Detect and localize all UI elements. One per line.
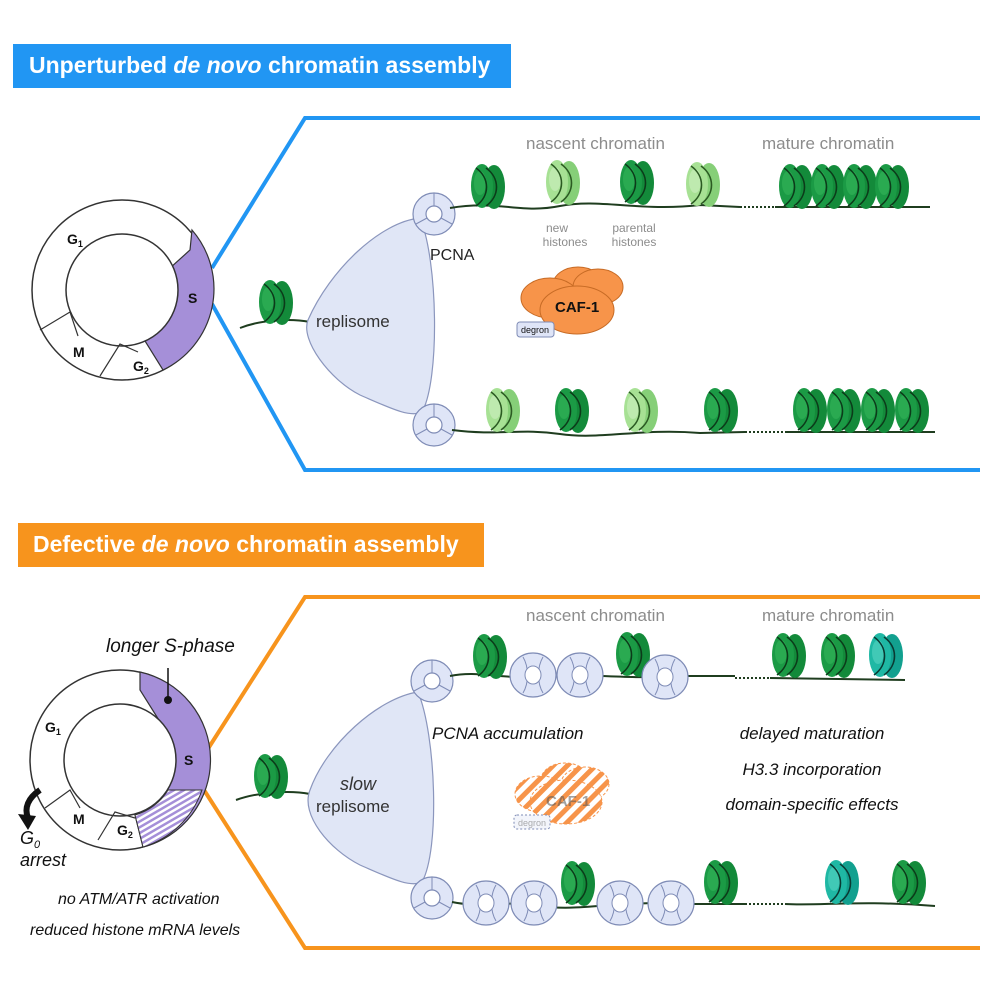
svg-text:S: S: [188, 290, 197, 306]
pcna-accumulated: [509, 652, 557, 698]
s-phase-extension: [134, 789, 203, 848]
svg-text:G2: G2: [117, 822, 133, 840]
mature-label-bottom: mature chromatin: [762, 606, 894, 625]
mature-label-top: mature chromatin: [762, 134, 894, 153]
top-banner: [13, 44, 511, 88]
pcna-accumulation-label: PCNA accumulation: [432, 724, 584, 743]
pcna-bottom-upper: [410, 659, 454, 703]
pcna-accumulated: [641, 654, 689, 700]
nucleosome: [685, 161, 721, 208]
nucleosome-new: [545, 159, 581, 206]
replisome-shape: [306, 217, 436, 415]
g0-arrow: [23, 787, 42, 820]
pcna-accumulated: [462, 880, 510, 926]
svg-text:M: M: [73, 811, 85, 827]
bottom-zoom-frame: [202, 595, 980, 950]
nucleosome-h33: [868, 632, 904, 679]
nucleosome: [623, 387, 659, 434]
domain-effects-label: domain-specific effects: [726, 795, 899, 814]
pcna-accumulated: [510, 880, 558, 926]
slow-replisome-shape: [307, 691, 435, 885]
g0-label: G0: [20, 828, 41, 851]
nascent-label-bottom: nascent chromatin: [526, 606, 665, 625]
parental-nucleosome: [253, 753, 289, 800]
bottom-banner-title: Defective de novo chromatin assembly: [33, 531, 459, 557]
nucleosome: [820, 632, 856, 679]
h33-label: H3.3 incorporation: [743, 760, 882, 779]
svg-text:degron: degron: [518, 818, 546, 828]
parental-nucleosome: [258, 279, 294, 326]
top-cell-cycle: G1 S M G2: [31, 199, 215, 381]
svg-text:CAF-1: CAF-1: [546, 793, 590, 810]
pcna-top-lower: [412, 403, 456, 447]
nucleosome: [560, 860, 596, 907]
caf1-degraded: CAF-1 degron: [513, 762, 610, 830]
reduced-histone-label: reduced histone mRNA levels: [30, 922, 240, 939]
nucleosome: [826, 387, 862, 434]
nucleosome: [792, 387, 828, 434]
nucleosome: [860, 387, 896, 434]
pcna-accumulated: [556, 652, 604, 698]
nucleosome: [778, 163, 814, 210]
caf1-complex: CAF-1 degron: [516, 266, 624, 338]
nascent-label-top: nascent chromatin: [526, 134, 665, 153]
nucleosome: [472, 633, 508, 680]
nucleosome-h33: [824, 859, 860, 906]
svg-text:M: M: [73, 344, 85, 360]
nucleosome: [703, 859, 739, 906]
pcna-accumulated: [647, 880, 695, 926]
pcna-bottom-lower: [410, 876, 454, 920]
nucleosome: [874, 163, 910, 210]
nucleosome: [470, 163, 506, 210]
nucleosome: [894, 387, 930, 434]
svg-text:G1: G1: [45, 719, 61, 737]
top-panel: Unperturbed de novo chromatin assembly G…: [13, 44, 980, 472]
nucleosome-parental: [619, 159, 655, 206]
bottom-banner: [18, 523, 484, 567]
nucleosome: [891, 859, 927, 906]
no-atm-label: no ATM/ATR activation: [58, 891, 220, 908]
pcna-accumulated: [596, 880, 644, 926]
delayed-maturation-label: delayed maturation: [740, 724, 885, 743]
top-banner-title: Unperturbed de novo chromatin assembly: [29, 52, 491, 78]
svg-text:degron: degron: [521, 325, 549, 335]
svg-text:G1: G1: [67, 231, 83, 249]
svg-text:S: S: [184, 752, 193, 768]
nucleosome: [554, 387, 590, 434]
pcna-label: PCNA: [430, 247, 475, 264]
svg-text:CAF-1: CAF-1: [555, 299, 599, 316]
replisome-label-bottom: replisome: [316, 797, 390, 816]
pcna-top-upper: [412, 192, 456, 236]
nucleosome: [485, 387, 521, 434]
arrest-label: arrest: [20, 850, 67, 870]
nucleosome: [703, 387, 739, 434]
slow-label: slow: [340, 774, 377, 794]
svg-text:G2: G2: [133, 358, 149, 376]
longer-s-label: longer S-phase: [106, 636, 235, 657]
bottom-cell-cycle: G1 S M G2: [29, 668, 212, 851]
replisome-label: replisome: [316, 312, 390, 331]
top-zoom-frame: [210, 116, 980, 472]
nucleosome: [771, 632, 807, 679]
nucleosome: [842, 163, 878, 210]
nucleosome: [810, 163, 846, 210]
bottom-panel: Defective de novo chromatin assembly G1 …: [18, 523, 980, 950]
